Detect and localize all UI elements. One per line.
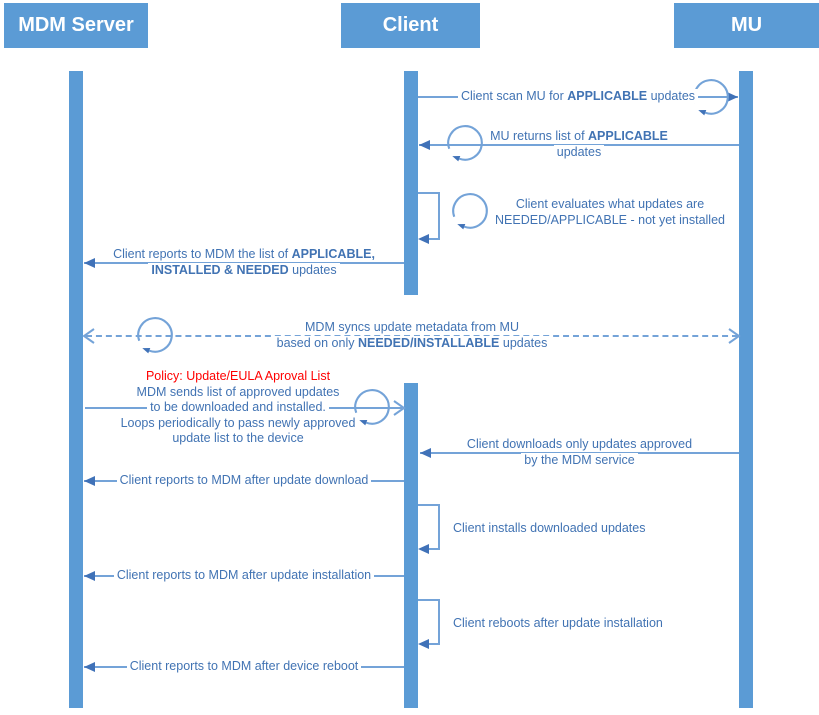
self-message-line <box>438 504 440 550</box>
arrowhead-left-icon <box>418 234 429 244</box>
actor-mdm-server: MDM Server <box>4 3 148 48</box>
message-sync-metadata-label: MDM syncs update metadata from MU based … <box>86 320 738 351</box>
actor-mu: MU <box>674 3 819 48</box>
arrowhead-left-icon <box>418 544 429 554</box>
message-report-reboot-label: Client reports to MDM after device reboo… <box>84 659 404 675</box>
loop-icon <box>354 389 390 426</box>
message-report-install-label: Client reports to MDM after update insta… <box>84 568 404 584</box>
self-message-line <box>429 238 440 240</box>
arrowhead-left-icon <box>84 476 95 486</box>
open-arrowhead-right-icon <box>728 328 741 344</box>
arrowhead-left-icon <box>84 571 95 581</box>
message-policy-approval-label: Policy: Update/EULA Aproval List MDM sen… <box>85 369 391 447</box>
loop-icon <box>137 317 173 354</box>
actor-label: MU <box>730 14 763 36</box>
self-message-line <box>438 599 440 645</box>
loop-icon <box>452 193 488 230</box>
arrowhead-left-icon <box>419 140 430 150</box>
arrowhead-left-icon <box>420 448 431 458</box>
self-message-line <box>418 504 440 506</box>
message-reboot-label: Client reboots after update installation <box>450 616 730 632</box>
loop-icon <box>447 125 483 162</box>
arrowhead-right-icon <box>727 92 738 102</box>
message-evaluate-label: Client evaluates what updates are NEEDED… <box>490 197 730 228</box>
actor-label: Client <box>382 14 439 36</box>
lifeline-client-upper <box>404 71 418 295</box>
message-scan-label: Client scan MU for APPLICABLE updates <box>418 89 738 105</box>
lifeline-mdm <box>69 71 83 708</box>
lifeline-client-lower <box>404 383 418 708</box>
message-report-list-label: Client reports to MDM the list of APPLIC… <box>84 247 404 278</box>
arrowhead-left-icon <box>84 258 95 268</box>
policy-title: Policy: Update/EULA Aproval List <box>85 369 391 385</box>
message-return-list-label: MU returns list of APPLICABLE updates <box>419 129 739 160</box>
message-install-label: Client installs downloaded updates <box>450 521 710 537</box>
arrowhead-left-icon <box>418 639 429 649</box>
self-message-line <box>438 192 440 240</box>
self-message-line <box>429 548 440 550</box>
self-message-line <box>418 599 440 601</box>
message-report-download-label: Client reports to MDM after update downl… <box>84 473 404 489</box>
open-arrowhead-left-icon <box>82 328 95 344</box>
self-message-line <box>429 643 440 645</box>
message-download-label: Client downloads only updates approved b… <box>420 437 739 468</box>
self-message-line <box>418 192 440 194</box>
arrowhead-left-icon <box>84 662 95 672</box>
open-arrowhead-right-icon <box>393 400 406 416</box>
actor-client: Client <box>341 3 480 48</box>
actor-label: MDM Server <box>18 14 134 36</box>
lifeline-mu <box>739 71 753 708</box>
